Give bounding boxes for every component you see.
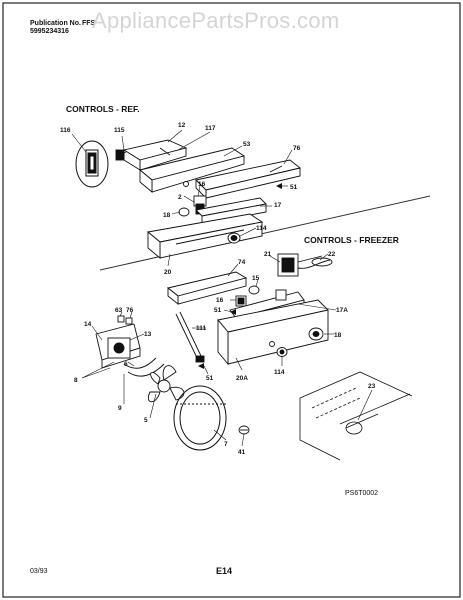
callout-51-fan: 51	[206, 375, 214, 382]
callout-51-ref: 51	[290, 184, 298, 191]
callout-16-ref: 16	[198, 181, 206, 188]
part-13-fan-motor	[107, 337, 131, 359]
callout-117: 117	[205, 125, 216, 132]
callout-114-frz: 114	[274, 369, 285, 376]
part-20-control-housing	[146, 213, 264, 259]
callout-22: 22	[328, 251, 336, 258]
part-115-thermostat	[115, 139, 188, 171]
footer-date: 03/93	[30, 568, 48, 575]
callout-53: 53	[243, 141, 251, 148]
part-7-fan-shroud	[173, 385, 227, 451]
callout-18-frz: 18	[334, 332, 342, 339]
callout-2: 2	[178, 194, 182, 201]
callout-74: 74	[238, 259, 246, 266]
callout-8: 8	[74, 377, 78, 384]
part-15-lamp-bulb	[248, 285, 260, 295]
callout-20: 20	[164, 269, 172, 276]
callout-6: 6	[124, 361, 128, 368]
part-116-insulator	[75, 140, 109, 188]
callout-17: 17	[274, 202, 282, 209]
part-114-knob-a	[227, 232, 241, 244]
callout-16-frz: 16	[216, 297, 224, 304]
model-fragment: FFS	[82, 20, 96, 27]
callout-23: 23	[368, 383, 376, 390]
part-51-screw-b	[230, 309, 236, 315]
callout-15: 15	[252, 275, 260, 282]
callout-115: 115	[114, 127, 125, 134]
part-76-clip	[125, 317, 133, 325]
part-16-lamp-socket-b	[235, 295, 247, 307]
part-22-capillary-tube	[297, 257, 333, 269]
callout-18-ref: 18	[163, 212, 171, 219]
callout-111: 111	[196, 325, 207, 332]
part-41-screw	[238, 425, 250, 435]
callout-13: 13	[144, 331, 152, 338]
callout-7: 7	[224, 441, 228, 448]
callout-76-frz: 76	[126, 307, 134, 314]
part-17-bracket	[195, 197, 267, 225]
part-23-damper-assembly	[299, 371, 413, 461]
part-63-grommet	[117, 315, 125, 323]
callout-12: 12	[178, 122, 186, 129]
callout-114-ref: 114	[256, 225, 267, 232]
section-title-freezer: CONTROLS - FREEZER	[304, 235, 399, 245]
part-18-knob-b	[308, 327, 324, 341]
callout-41: 41	[238, 449, 246, 456]
publication-label: Publication No.	[30, 20, 81, 27]
section-divider-line	[99, 195, 431, 271]
callout-21: 21	[264, 251, 272, 258]
part-21-freezer-thermostat	[277, 253, 323, 277]
callout-5: 5	[144, 417, 148, 424]
publication-number: 5995234316	[30, 28, 69, 35]
part-74-freezer-cover	[166, 271, 248, 305]
callout-116: 116	[60, 127, 71, 134]
part-18-lamp-bulb	[178, 207, 190, 217]
callout-17a: 17A	[336, 307, 348, 314]
part-111-wire-harness	[175, 311, 205, 363]
part-20a-control-housing	[217, 299, 329, 366]
watermark-text: AppliancePartsPros.com	[92, 8, 340, 33]
footer-page-number: E14	[216, 566, 233, 576]
section-title-ref: CONTROLS - REF.	[66, 104, 140, 114]
leader-lines	[71, 129, 373, 447]
part-9-motor-mount	[123, 357, 165, 377]
part-51-screw-a	[276, 183, 282, 189]
part-53-mounting-plate	[139, 147, 246, 193]
callout-51-frz: 51	[214, 307, 222, 314]
part-114-knob-b	[276, 347, 288, 357]
callout-63: 63	[115, 307, 123, 314]
part-5-fan-blade	[148, 365, 185, 403]
callout-9: 9	[118, 405, 122, 412]
callout-14: 14	[84, 321, 92, 328]
part-76-control-cover	[195, 159, 302, 200]
callout-20a: 20A	[236, 375, 248, 382]
part-51-screw-c	[198, 363, 204, 369]
drawing-code: PS6T0002	[345, 490, 379, 497]
callout-76-ref: 76	[293, 145, 301, 152]
